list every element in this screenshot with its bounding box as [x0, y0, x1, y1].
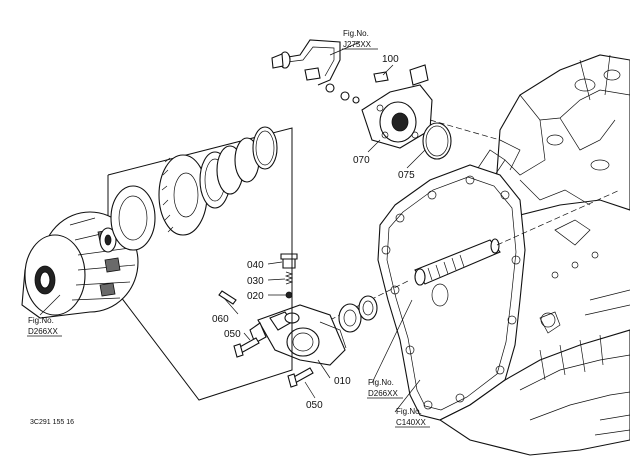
- detent-parts: [218, 253, 314, 388]
- callout-060: 060: [212, 314, 229, 325]
- pump-assembly-070: [271, 39, 501, 160]
- callout-050-lower: 050: [306, 400, 323, 411]
- callout-050-upper: 050: [224, 329, 241, 340]
- output-shaft: [329, 189, 621, 321]
- seal-rings: [338, 283, 449, 333]
- figref-d266-left-line2: D266XX: [28, 327, 58, 336]
- callout-100: 100: [382, 54, 399, 65]
- callout-075: 075: [398, 170, 415, 181]
- callout-070: 070: [353, 155, 370, 166]
- figref-d266-right-line2: D266XX: [368, 389, 398, 398]
- transmission-housing: [377, 54, 630, 456]
- callout-040: 040: [247, 260, 264, 271]
- callout-010: 010: [334, 376, 351, 387]
- callout-020: 020: [247, 291, 264, 302]
- leader-lines: [39, 41, 426, 413]
- callout-030: 030: [247, 276, 264, 287]
- part-010-fork-housing: [249, 304, 347, 366]
- clutch-pack: [21, 126, 278, 319]
- figref-j275-line2: J275XX: [343, 40, 372, 49]
- figref-c140-line1: Fig.No.: [396, 407, 422, 416]
- figref-j275-line1: Fig.No.: [343, 29, 369, 38]
- figref-d266-left-line1: Fig.No.: [28, 316, 54, 325]
- figref-d266-right-line1: Fig.No.: [368, 378, 394, 387]
- figref-c140-line2: C140XX: [396, 418, 426, 427]
- drawing-code: 3C291 155 16: [30, 419, 74, 426]
